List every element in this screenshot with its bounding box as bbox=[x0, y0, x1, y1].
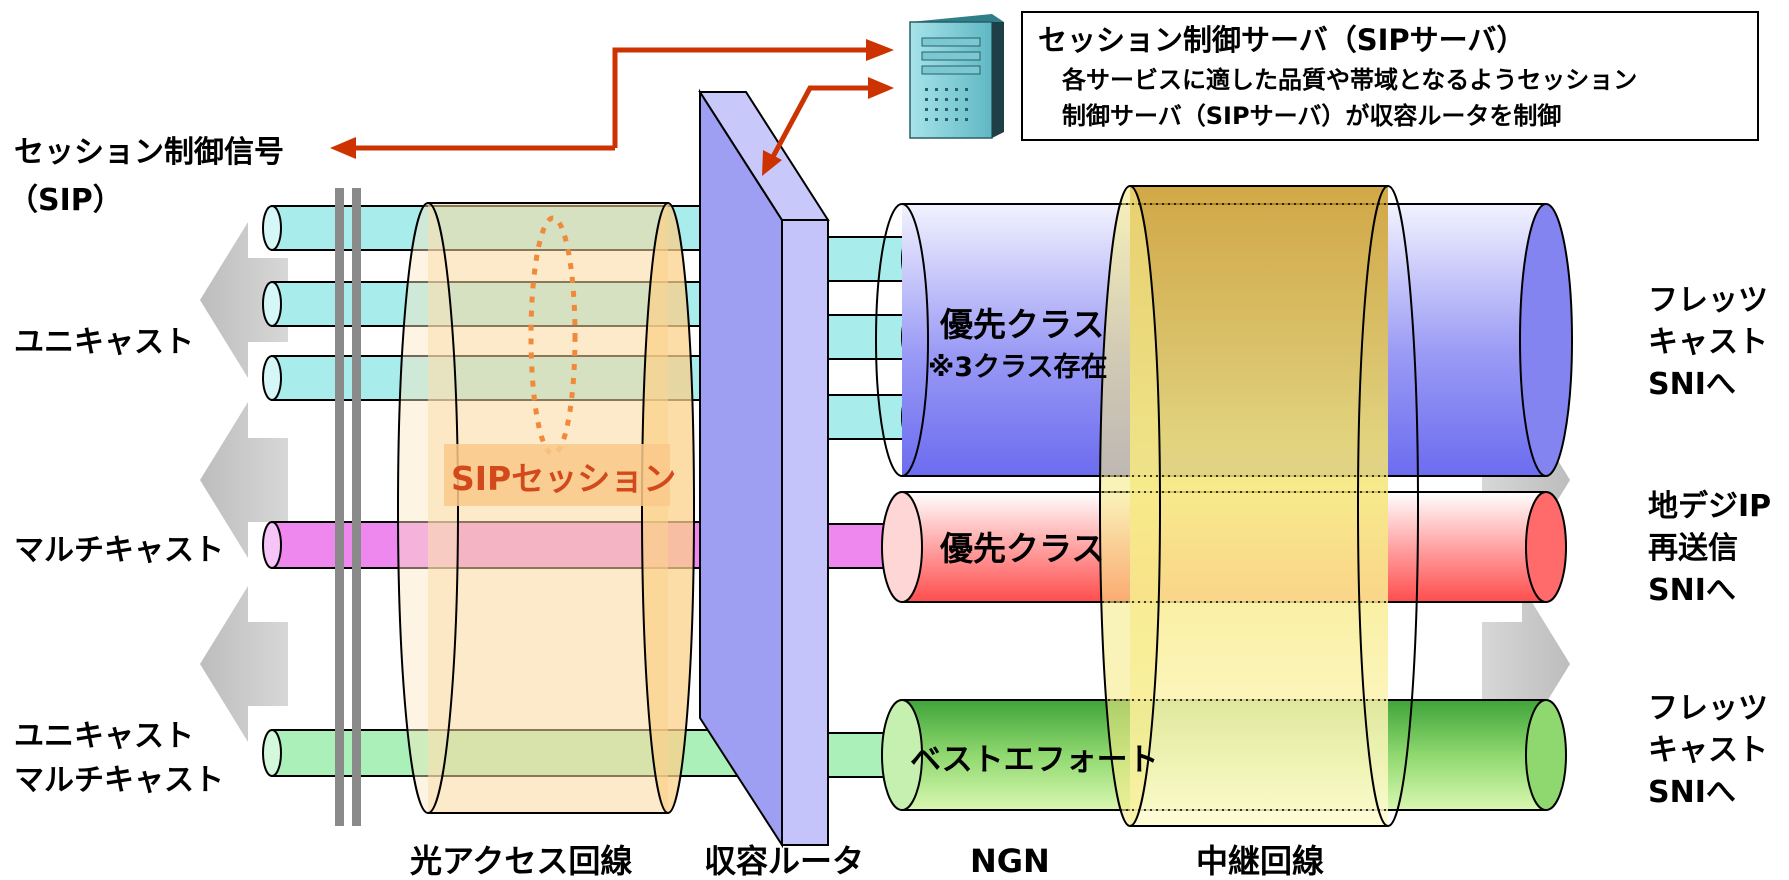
left-label-multicast: マルチキャスト bbox=[14, 533, 224, 568]
relay-cylinder bbox=[1099, 185, 1419, 827]
server-description-box: セッション制御サーバ（SIPサーバ） 各サービスに適した品質や帯域となるようセッ… bbox=[1021, 11, 1759, 141]
sip-session-label-bg bbox=[444, 444, 670, 506]
left-block-arrow-icon bbox=[200, 222, 288, 378]
sip-session-outline bbox=[528, 215, 578, 457]
left-label-mixed-1: ユニキャスト bbox=[14, 719, 194, 754]
server-box-line2: 制御サーバ（SIPサーバ）が収容ルータを制御 bbox=[1062, 102, 1561, 130]
right-label-top-2: キャスト bbox=[1648, 325, 1768, 360]
right-label-top-1: フレッツ bbox=[1648, 283, 1768, 318]
bottom-label-access: 光アクセス回線 bbox=[410, 842, 632, 880]
control-arrows bbox=[348, 47, 880, 168]
server-box-line1: 各サービスに適した品質や帯域となるようセッション bbox=[1061, 66, 1637, 94]
divider-bar bbox=[352, 188, 361, 826]
left-block-arrow-icon bbox=[200, 586, 288, 742]
right-label-bot-2: キャスト bbox=[1648, 733, 1768, 768]
bottom-label-ngn: NGN bbox=[970, 842, 1050, 880]
right-label-mid-3: SNIへ bbox=[1648, 573, 1736, 608]
signal-label-line2: （SIP） bbox=[8, 183, 123, 218]
bottom-label-relay: 中継回線 bbox=[1196, 842, 1324, 880]
class-label-best-effort: ベストエフォート bbox=[910, 742, 1159, 778]
left-block-arrow-icon bbox=[200, 402, 288, 558]
router-plate bbox=[698, 88, 830, 849]
right-label-mid-2: 再送信 bbox=[1648, 531, 1738, 566]
right-label-bot-3: SNIへ bbox=[1648, 775, 1736, 810]
right-label-top-3: SNIへ bbox=[1648, 367, 1736, 402]
left-label-unicast: ユニキャスト bbox=[14, 325, 194, 360]
signal-label-line1: セッション制御信号 bbox=[14, 135, 284, 170]
sip-session-label: SIPセッション bbox=[451, 459, 676, 498]
bottom-label-router: 収容ルータ bbox=[704, 842, 864, 880]
left-label-mixed-2: マルチキャスト bbox=[14, 763, 224, 798]
right-label-mid-1: 地デジIP bbox=[1648, 489, 1771, 524]
access-cylinder bbox=[397, 202, 695, 814]
class-label-priority-red: 優先クラス bbox=[939, 529, 1104, 568]
right-label-bot-1: フレッツ bbox=[1648, 691, 1768, 726]
arrowheads bbox=[330, 39, 894, 176]
class-label-priority-note: ※3クラス存在 bbox=[928, 352, 1108, 383]
server-box-title: セッション制御サーバ（SIPサーバ） bbox=[1038, 23, 1525, 57]
class-label-priority-blue: 優先クラス bbox=[939, 305, 1104, 344]
divider-bar bbox=[335, 188, 344, 826]
server-tower-icon bbox=[909, 14, 1004, 139]
